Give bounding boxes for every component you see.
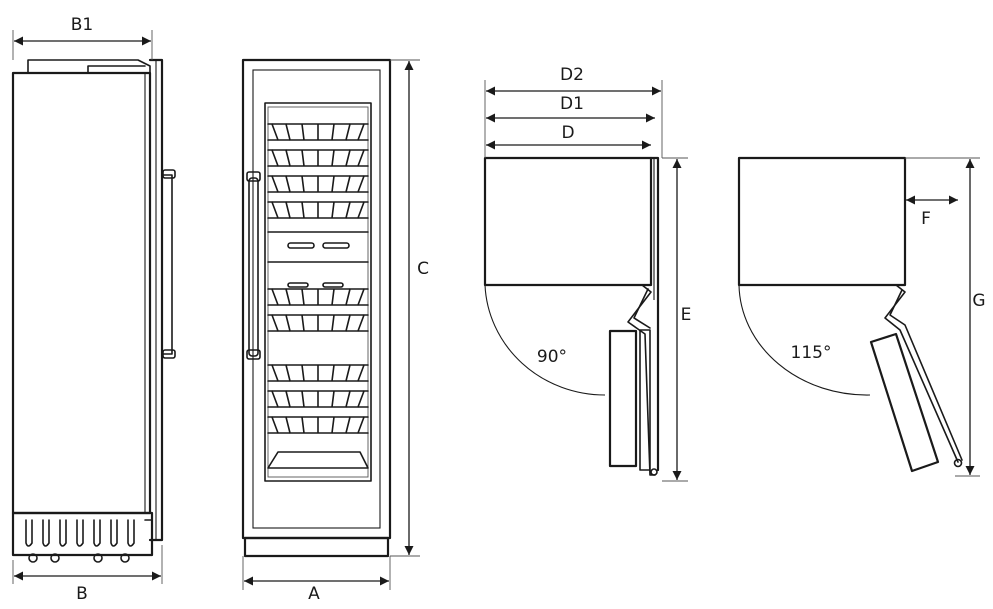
- dimension-e: E: [662, 157, 692, 482]
- label-angle-90: 90°: [537, 347, 567, 367]
- dimension-b1: B1: [12, 15, 153, 60]
- dimension-b: B: [12, 545, 163, 604]
- label-e: E: [681, 305, 692, 325]
- dimension-a: A: [242, 556, 391, 604]
- label-b1: B1: [71, 15, 93, 35]
- side-view: [11, 58, 176, 563]
- dimension-c: C: [390, 59, 429, 557]
- dimension-d-group: D2 D1 D: [484, 65, 663, 158]
- top-view-90-degrees: 90°: [483, 156, 660, 476]
- label-c: C: [417, 259, 429, 279]
- label-d2: D2: [560, 65, 584, 85]
- label-g: G: [972, 291, 985, 311]
- label-d1: D1: [560, 94, 584, 114]
- top-view-115-degrees: 115°: [737, 156, 963, 473]
- label-a: A: [308, 584, 320, 604]
- side-vent-grille: [25, 519, 135, 547]
- dimension-g: G: [905, 157, 986, 477]
- label-f: F: [921, 209, 931, 229]
- label-d: D: [561, 123, 574, 143]
- dimension-f: F: [906, 195, 958, 229]
- lower-shelves: [267, 282, 369, 469]
- upper-shelves: [267, 123, 369, 219]
- label-angle-115: 115°: [791, 343, 832, 363]
- label-b: B: [76, 584, 88, 604]
- front-view: [241, 58, 392, 558]
